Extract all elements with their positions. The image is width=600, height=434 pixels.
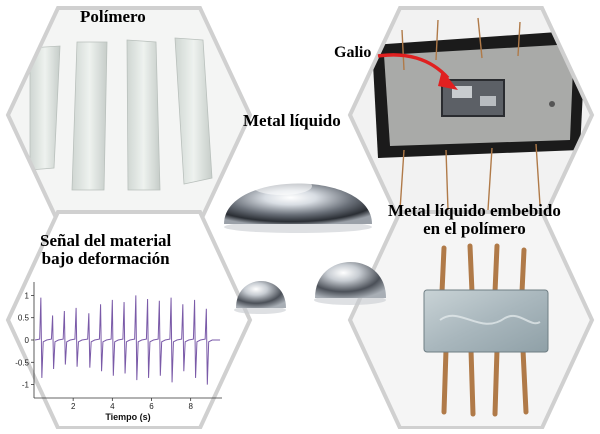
metal-drop-large xyxy=(224,183,372,224)
wires xyxy=(399,17,541,211)
hex-embedded xyxy=(347,210,595,430)
x-axis-title: Tiempo (s) xyxy=(105,412,150,422)
hole xyxy=(549,101,555,107)
polymer-strip xyxy=(71,41,108,191)
x-tick-label: 4 xyxy=(110,402,115,411)
label-polymer: Polímero xyxy=(80,7,146,26)
label-embedded-line2: en el polímero xyxy=(423,218,526,238)
hex-border xyxy=(5,210,253,430)
label-embedded-line1: Metal líquido embebido xyxy=(388,201,561,220)
y-tick-label: -1 xyxy=(22,381,30,390)
label-embedded: Metal líquido embebido en el polímero xyxy=(388,202,561,238)
liquid-metal-drops xyxy=(224,177,386,314)
polymer-strip xyxy=(29,45,61,171)
label-liquid-metal: Metal líquido xyxy=(243,111,341,130)
hex-polymer xyxy=(5,6,253,224)
polymer-strip xyxy=(126,39,161,191)
label-signal: Señal del material bajo deformación xyxy=(40,232,171,268)
label-gallium: Galio xyxy=(334,44,372,61)
hex-gallium xyxy=(347,6,595,224)
label-signal-line1: Señal del material xyxy=(40,231,172,250)
wires xyxy=(439,243,529,417)
x-tick-label: 2 xyxy=(71,402,76,411)
signal-line xyxy=(34,295,221,385)
y-tick-label: 1 xyxy=(25,291,30,300)
metal-drop-small xyxy=(236,281,286,308)
embedded-block xyxy=(423,289,549,353)
metal-drop-medium xyxy=(315,262,386,298)
y-tick-label: -0.5 xyxy=(15,358,29,367)
label-signal-line2: bajo deformación xyxy=(41,248,170,268)
y-tick-label: 0 xyxy=(25,336,30,345)
hex-border xyxy=(347,210,595,430)
arrow-head xyxy=(438,70,458,90)
polymer-strip xyxy=(174,37,213,185)
x-tick-label: 8 xyxy=(188,402,193,411)
y-tick-label: 0.5 xyxy=(18,314,30,323)
x-tick-label: 6 xyxy=(149,402,154,411)
